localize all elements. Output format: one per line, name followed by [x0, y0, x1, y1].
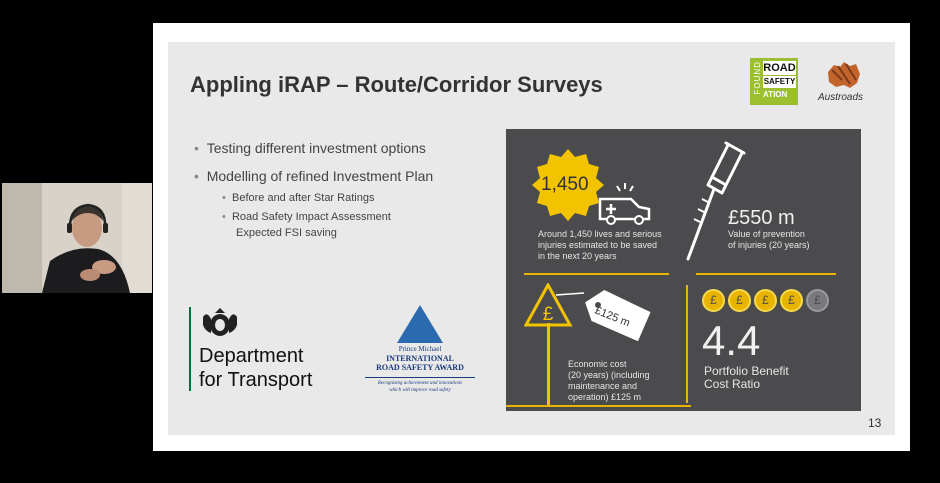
pound-coin-icon: £	[702, 289, 725, 312]
ambulance-icon	[598, 183, 651, 225]
bullet-item: • Modelling of refined Investment Plan	[194, 168, 434, 184]
divider-line	[524, 273, 669, 275]
pound-coin-icon: £	[728, 289, 751, 312]
divider-line	[686, 285, 688, 403]
coin-row: £ £ £ £ £	[702, 289, 829, 312]
sub-bullet-item: • Road Safety Impact Assessment	[222, 211, 391, 223]
dft-green-bar	[189, 307, 191, 391]
divider-line	[506, 405, 691, 407]
crutch-icon	[686, 141, 746, 261]
bcr-value: 4.4	[702, 317, 761, 364]
slide-title: Appling iRAP – Route/Corridor Surveys	[190, 72, 603, 97]
pound-coin-icon: £	[780, 289, 803, 312]
webcam-video	[2, 183, 152, 293]
page-number: 13	[868, 416, 882, 430]
divider-line	[696, 273, 836, 275]
pound-coin-icon: £	[754, 289, 777, 312]
sub-bullet-continuation: Expected FSI saving	[236, 227, 337, 239]
road-safety-foundation-logo: FOUND ROAD SAFETY ATION	[750, 58, 798, 105]
crown-crest-icon	[199, 307, 241, 339]
presenter-image	[2, 183, 152, 293]
australia-map-icon	[828, 62, 860, 88]
lives-value: 1,450	[541, 174, 589, 195]
price-tag-icon	[555, 290, 651, 342]
road-safety-award-logo: Prince Michael INTERNATIONAL ROAD SAFETY…	[365, 305, 475, 405]
injury-text: Value of prevention of injuries (20 year…	[728, 229, 810, 250]
bullet-item: • Testing different investment options	[194, 140, 426, 156]
cost-text: Economic cost (20 years) (including main…	[568, 359, 650, 402]
injury-value: £550 m	[728, 207, 795, 229]
seal-burst-icon	[532, 149, 604, 221]
warning-sign-icon: £	[524, 283, 573, 405]
bcr-text: Portfolio Benefit Cost Ratio	[704, 364, 789, 391]
austroads-logo: Austroads	[818, 60, 878, 106]
pound-coin-icon-partial: £	[806, 289, 829, 312]
lives-text: Around 1,450 lives and serious injuries …	[538, 229, 662, 261]
infographic-panel: 1,450 Around 1,450 lives and serious inj…	[506, 129, 861, 411]
sub-bullet-item: • Before and after Star Ratings	[222, 192, 375, 204]
triangle-award-icon	[397, 305, 443, 343]
svg-text:£: £	[543, 304, 554, 325]
